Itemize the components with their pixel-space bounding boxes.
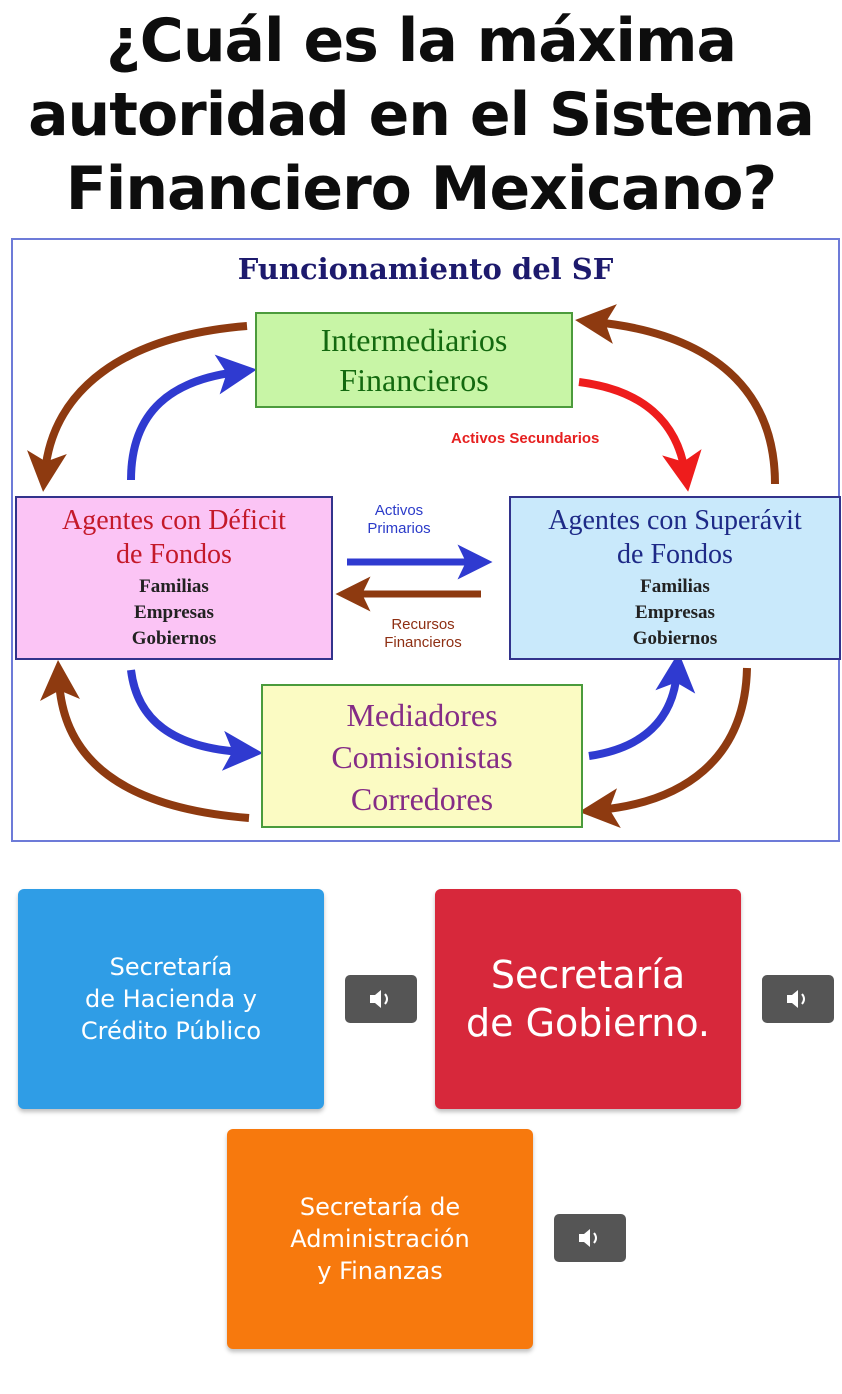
label-activos-secundarios: Activos Secundarios [451,430,600,447]
speaker-button-3[interactable] [554,1214,626,1262]
arrow-mediadores-to-deficit [40,660,250,822]
label-recursos-1: Recursos [391,616,455,633]
superavit-item: Gobiernos [632,628,718,649]
deficit-item: Familias [139,576,209,597]
superavit-item: Familias [640,576,710,597]
arrow-mediadores-to-superavit [588,652,696,760]
arrow-inter-to-deficit [27,322,248,492]
deficit-box: Agentes con Déficit de Fondos Familias E… [15,496,333,660]
answer-1-line-3: Crédito Público [80,1017,262,1045]
answer-2-line-2: de Gobierno. [465,1001,711,1045]
answer-1-line-1: Secretaría [109,953,233,981]
speaker-button-2[interactable] [762,975,834,1023]
answer-hacienda-button[interactable]: Secretaría de Hacienda y Crédito Público [18,889,324,1109]
superavit-line-1: Agentes con Superávit [548,505,802,536]
intermediarios-line-1: Intermediarios [320,322,508,358]
question-line-1: ¿Cuál es la máxima [105,6,737,76]
speaker-icon [579,1229,597,1247]
diagram-title: Funcionamiento del SF [237,252,614,286]
answer-gobierno-button[interactable]: Secretaría de Gobierno. [435,889,741,1109]
question-line-2: autoridad en el Sistema [28,80,815,150]
question-title: ¿Cuál es la máxima autoridad en el Siste… [0,4,842,226]
mediadores-line-2: Comisionistas [331,739,513,775]
label-recursos-2: Financieros [384,634,462,651]
mediadores-box: Mediadores Comisionistas Corredores [261,684,583,828]
answer-3-line-1: Secretaría de [299,1193,461,1221]
intermediarios-line-2: Financieros [339,362,489,398]
arrow-deficit-to-mediadores [127,669,263,771]
deficit-item: Gobiernos [131,628,217,649]
superavit-box: Agentes con Superávit de Fondos Familias… [509,496,841,660]
arrow-superavit-to-mediadores [579,667,751,829]
mediadores-line-3: Corredores [350,781,494,817]
answer-3-line-2: Administración [290,1225,470,1253]
arrow-superavit-to-inter [575,304,779,485]
answer-administracion-button[interactable]: Secretaría de Administración y Finanzas [227,1129,533,1349]
answer-2-line-1: Secretaría [490,953,686,997]
question-line-3: Financiero Mexicano? [65,154,777,224]
deficit-line-1: Agentes con Déficit [62,505,286,536]
speaker-icon [787,990,805,1008]
deficit-line-2: de Fondos [116,539,232,570]
answer-3-line-3: y Finanzas [317,1257,443,1285]
speaker-icon [370,990,388,1008]
label-activos-primarios-1: Activos [374,502,424,519]
superavit-item: Empresas [635,602,715,623]
speaker-button-1[interactable] [345,975,417,1023]
label-recursos-financieros: Recursos Financieros [363,616,483,652]
arrow-inter-to-superavit [578,378,702,492]
deficit-item: Empresas [134,602,214,623]
financial-system-diagram: Funcionamiento del SF Intermediarios Fin… [11,238,841,842]
label-activos-primarios: Activos Primarios [359,502,439,538]
mediadores-line-1: Mediadores [346,697,498,733]
superavit-line-2: de Fondos [617,539,733,570]
answer-1-line-2: de Hacienda y [84,985,257,1013]
diagram-arrows [27,304,779,829]
arrow-deficit-to-inter [127,354,257,481]
intermediarios-box: Intermediarios Financieros [255,312,573,408]
label-activos-primarios-2: Primarios [367,520,431,537]
